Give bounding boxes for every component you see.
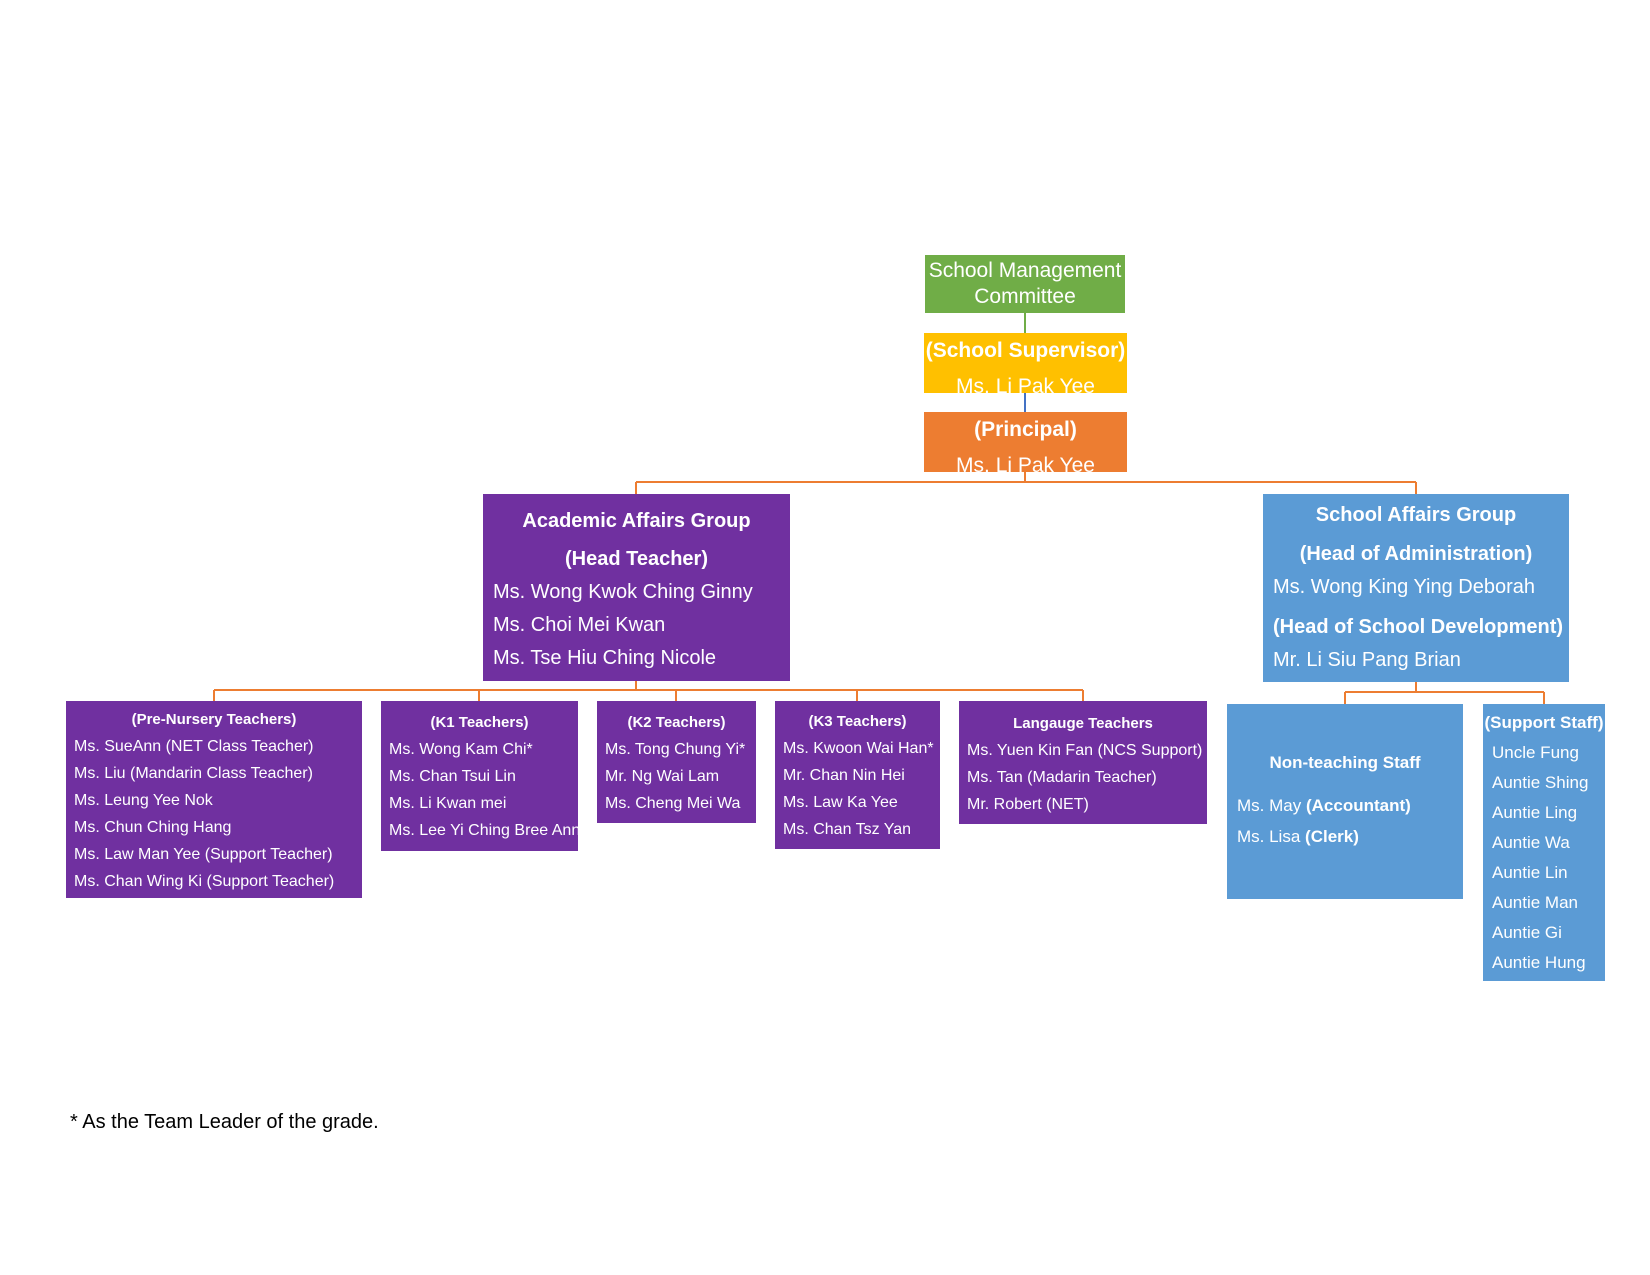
- head-teacher-role: (Head Teacher): [564, 548, 708, 570]
- support-staff-box: (Support Staff) Uncle Fung Auntie Shing …: [1483, 704, 1605, 981]
- teacher-name: Ms. Chan Tsz Yan: [783, 821, 912, 838]
- staff-name: Ms. May: [1237, 796, 1302, 815]
- principal-name: Ms. Li Pak Yee: [956, 454, 1095, 477]
- language-title: Langauge Teachers: [1013, 715, 1153, 732]
- k3-title: (K3 Teachers): [808, 713, 907, 730]
- academic-affairs-group-box: Academic Affairs Group (Head Teacher) Ms…: [483, 494, 790, 681]
- footnote: * As the Team Leader of the grade.: [70, 1111, 379, 1133]
- teacher-name: Ms. Chun Ching Hang: [74, 819, 232, 836]
- teacher-name: Ms. Lee Yi Ching Bree Ann: [389, 822, 578, 839]
- non-teaching-title: Non-teaching Staff: [1269, 753, 1421, 772]
- head-of-administration-role: (Head of Administration): [1299, 543, 1533, 565]
- teacher-name: Mr. Chan Nin Hei: [783, 767, 905, 784]
- school-supervisor-box: (School Supervisor) Ms. Li Pak Yee: [924, 333, 1127, 398]
- head-of-administration-name: Ms. Wong King Ying Deborah: [1273, 576, 1536, 598]
- teacher-name: Ms. Kwoon Wai Han*: [783, 740, 934, 757]
- staff-role: (Accountant): [1305, 796, 1411, 815]
- principal-role: (Principal): [974, 418, 1077, 441]
- teacher-name: Ms. Chan Wing Ki (Support Teacher): [74, 873, 335, 890]
- staff-role: (Clerk): [1305, 827, 1359, 846]
- teacher-name: Ms. Tong Chung Yi*: [605, 741, 746, 758]
- staff-name: Auntie Man: [1492, 893, 1578, 912]
- pre-nursery-title: (Pre-Nursery Teachers): [131, 711, 297, 728]
- language-teachers-box: Langauge Teachers Ms. Yuen Kin Fan (NCS …: [959, 701, 1207, 824]
- teacher-name: Ms. Li Kwan mei: [389, 795, 507, 812]
- k1-title: (K1 Teachers): [430, 714, 529, 731]
- management-line-1: School Management: [928, 259, 1122, 282]
- head-teacher-name: Ms. Choi Mei Kwan: [493, 614, 666, 636]
- staff-name: Auntie Wa: [1492, 833, 1570, 852]
- k1-teachers-box: (K1 Teachers) Ms. Wong Kam Chi* Ms. Chan…: [381, 701, 578, 851]
- school-management-committee-box: School Management Committee: [925, 255, 1125, 313]
- teacher-name: Ms. Wong Kam Chi*: [389, 741, 533, 758]
- staff-name: Ms. Lisa: [1237, 827, 1301, 846]
- teacher-name: Mr. Robert (NET): [967, 796, 1089, 813]
- k2-teachers-box: (K2 Teachers) Ms. Tong Chung Yi* Mr. Ng …: [597, 701, 756, 823]
- teacher-name: Ms. Law Ka Yee: [783, 794, 898, 811]
- head-of-school-development-role: (Head of School Development): [1273, 616, 1564, 638]
- supervisor-role: (School Supervisor): [925, 339, 1126, 362]
- teacher-name: Ms. Leung Yee Nok: [74, 792, 213, 809]
- staff-name: Auntie Hung: [1492, 953, 1586, 972]
- teacher-name: Ms. Cheng Mei Wa: [605, 795, 741, 812]
- teacher-name: Ms. Liu (Mandarin Class Teacher): [74, 765, 313, 782]
- staff-name: Uncle Fung: [1492, 743, 1579, 762]
- teacher-name: Ms. Tan (Madarin Teacher): [967, 769, 1157, 786]
- principal-box: (Principal) Ms. Li Pak Yee: [924, 412, 1127, 477]
- teacher-name: Mr. Ng Wai Lam: [605, 768, 720, 785]
- teacher-name: Ms. Law Man Yee (Support Teacher): [74, 846, 333, 863]
- staff-entry: Ms. Lisa (Clerk): [1237, 821, 1463, 852]
- staff-name: Auntie Gi: [1492, 923, 1562, 942]
- non-teaching-staff-box: Non-teaching Staff Ms. May (Accountant) …: [1227, 704, 1463, 899]
- head-teacher-name: Ms. Wong Kwok Ching Ginny: [493, 581, 753, 603]
- management-line-2: Committee: [974, 285, 1076, 308]
- school-affairs-title: School Affairs Group: [1315, 504, 1517, 526]
- head-of-school-development-name: Mr. Li Siu Pang Brian: [1273, 649, 1461, 671]
- staff-entry: Ms. May (Accountant): [1237, 790, 1463, 821]
- k2-title: (K2 Teachers): [627, 714, 726, 731]
- head-teacher-name: Ms. Tse Hiu Ching Nicole: [493, 647, 717, 669]
- k3-teachers-box: (K3 Teachers) Ms. Kwoon Wai Han* Mr. Cha…: [775, 701, 940, 849]
- teacher-name: Ms. SueAnn (NET Class Teacher): [74, 738, 314, 755]
- supervisor-name: Ms. Li Pak Yee: [956, 375, 1095, 398]
- teacher-name: Ms. Yuen Kin Fan (NCS Support): [967, 742, 1203, 759]
- pre-nursery-teachers-box: (Pre-Nursery Teachers) Ms. SueAnn (NET C…: [66, 701, 362, 898]
- staff-name: Auntie Lin: [1492, 863, 1568, 882]
- teacher-name: Ms. Chan Tsui Lin: [389, 768, 516, 785]
- staff-name: Auntie Ling: [1492, 803, 1578, 822]
- academic-affairs-title: Academic Affairs Group: [522, 510, 751, 532]
- support-staff-title: (Support Staff): [1484, 713, 1604, 732]
- staff-name: Auntie Shing: [1492, 773, 1589, 792]
- school-affairs-group-box: School Affairs Group (Head of Administra…: [1263, 494, 1569, 682]
